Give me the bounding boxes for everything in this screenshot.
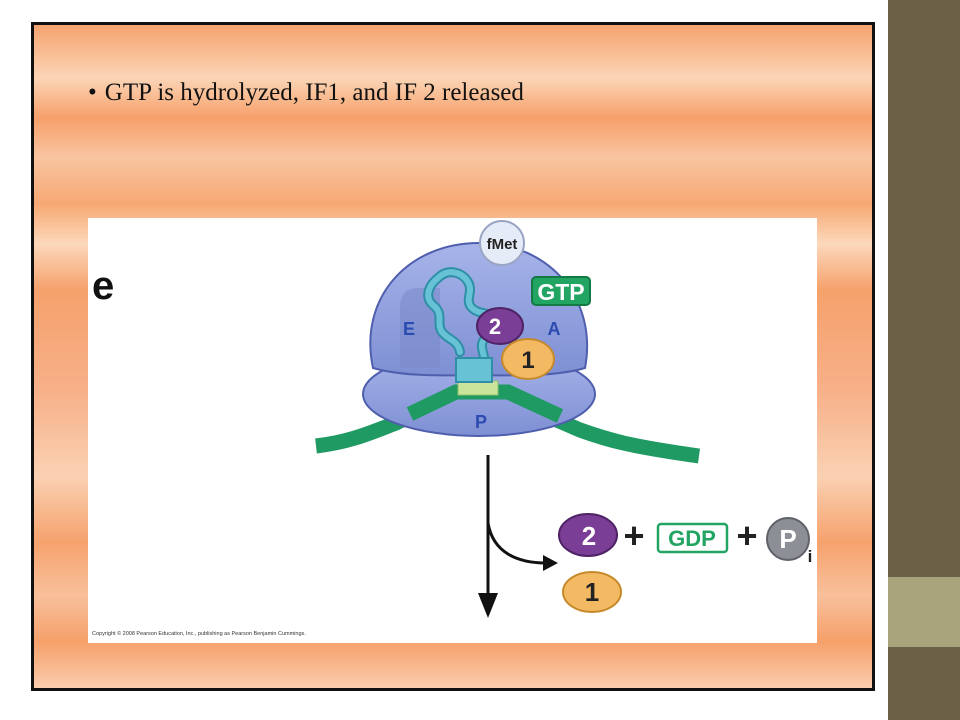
released-if1-label: 1 [585,577,599,607]
copyright-notice: Copyright © 2008 Pearson Education, Inc.… [92,630,306,637]
panel-letter: e [92,264,114,308]
release-arrow-head [543,555,558,571]
plus-sign-1: + [623,515,644,556]
gdp-badge [656,522,729,554]
start-codon [457,380,499,396]
phosphate-circle [766,517,810,561]
bullet-point: • GTP is hydrolyzed, IF1, and IF 2 releas… [88,79,524,107]
fmet-circle [479,220,525,266]
if2-oval [476,307,524,345]
e-site-label: E [403,319,415,339]
released-if2-label: 2 [582,521,596,551]
phosphate-label: P [779,524,796,554]
if1-oval [501,338,555,380]
gdp-label: GDP [668,526,716,551]
diagram-svg: e fMet GTP [92,220,813,637]
bullet-text: GTP is hydrolyzed, IF1, and IF 2 release… [104,79,524,106]
released-if2-oval [558,513,618,557]
gtp-label: GTP [537,279,584,305]
reaction-arrow-head [478,593,498,618]
right-decorative-block [888,577,960,647]
p-site-label: P [475,412,487,432]
a-site-label: A [548,319,561,339]
slide-frame: • GTP is hydrolyzed, IF1, and IF 2 releas… [31,22,875,691]
released-if1-oval [562,571,622,613]
bullet-marker: • [88,79,97,106]
plus-sign-2: + [736,515,757,556]
fmet-label: fMet [487,236,518,253]
if2-label: 2 [489,314,501,339]
release-arrow-curve [486,522,547,565]
if1-label: 1 [521,347,534,374]
gtp-badge [531,276,591,306]
translation-diagram: e fMet GTP [88,218,817,643]
phosphate-subscript: i [808,547,813,566]
